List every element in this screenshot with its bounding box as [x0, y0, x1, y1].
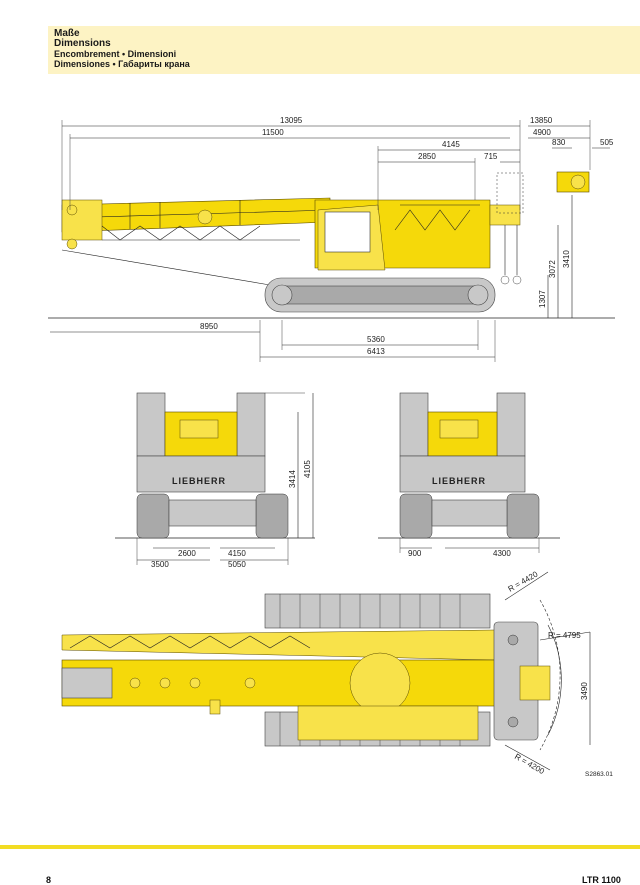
title-de: Maße [54, 28, 80, 39]
top-upper-track [264, 593, 491, 629]
rear-brand: LIEBHERR [432, 476, 486, 486]
front-brand: LIEBHERR [172, 476, 226, 486]
dim-830: 830 [552, 138, 566, 147]
front-right-counterweight [236, 392, 266, 457]
dim-715: 715 [484, 152, 498, 161]
side-dimensions [50, 120, 610, 362]
top-view: R = 4420 R = 4795 R = 4200 3490 [61, 569, 591, 776]
title-en: Dimensions [54, 38, 111, 49]
radius-arc-4795 [547, 624, 562, 736]
dim-3414: 3414 [288, 470, 297, 488]
footer-model: LTR 1100 [582, 875, 621, 885]
counterweight [489, 204, 521, 226]
rear-view: LIEBHERR 900 4300 [378, 392, 560, 558]
top-lattice-jib [61, 629, 496, 661]
dim-3072: 3072 [548, 260, 557, 278]
dim-4300: 4300 [493, 549, 511, 558]
side-view: 13095 11500 4145 2850 715 13850 4900 830… [48, 116, 615, 362]
top-boom-head [61, 667, 113, 699]
front-right-track [255, 493, 289, 539]
dim-4145: 4145 [442, 140, 460, 149]
subtitle-line-1: Encombrement • Dimensioni [54, 49, 177, 59]
derrick-outline [496, 172, 524, 214]
page-number: 8 [46, 875, 52, 885]
drawing-code: S2863.01 [585, 771, 613, 778]
front-left-track [136, 493, 170, 539]
dim-2850: 2850 [418, 152, 436, 161]
dim-2600: 2600 [178, 549, 196, 558]
rear-left-track [399, 493, 433, 539]
dim-3410: 3410 [562, 250, 571, 268]
rear-right-counterweight [496, 392, 526, 457]
dim-13095: 13095 [280, 116, 303, 125]
radius-arc-4420 [539, 599, 561, 751]
dim-r4795: R = 4795 [548, 631, 581, 640]
cab-window [324, 211, 371, 253]
top-cab-deck [297, 705, 479, 741]
dim-13850: 13850 [530, 116, 553, 125]
hoist-rope [61, 249, 271, 286]
dim-900: 900 [408, 549, 422, 558]
dim-3500: 3500 [151, 560, 169, 569]
hook-block [500, 275, 510, 285]
subtitle-line-2: Dimensiones • Габариты крана [54, 59, 190, 69]
footer-bar [0, 845, 640, 849]
top-slewing-ring [349, 652, 411, 714]
dim-3490: 3490 [580, 682, 589, 700]
front-left-counterweight [136, 392, 166, 457]
front-view: LIEBHERR 3414 4105 2600 4150 3500 5050 [115, 392, 315, 569]
top-boom [61, 659, 498, 707]
front-carbody [136, 455, 266, 493]
dim-8950: 8950 [200, 322, 218, 331]
dim-6413: 6413 [367, 347, 385, 356]
dim-r4200: R = 4200 [513, 752, 546, 776]
header-band: Maße Dimensions Encombrement • Dimension… [48, 26, 640, 74]
rear-carbody [399, 455, 526, 493]
rear-right-track [506, 493, 540, 539]
dim-11500: 11500 [262, 128, 284, 137]
dim-5360: 5360 [367, 335, 385, 344]
dim-4105: 4105 [303, 460, 312, 478]
rear-left-counterweight [399, 392, 429, 457]
boom-head [61, 199, 103, 241]
dim-505: 505 [600, 138, 614, 147]
dim-5050: 5050 [228, 560, 246, 569]
dim-r4420: R = 4420 [507, 569, 540, 593]
dim-1307: 1307 [538, 290, 547, 308]
dim-4900: 4900 [533, 128, 551, 137]
boom-pivot-pin [197, 209, 213, 225]
dim-4150: 4150 [228, 549, 246, 558]
